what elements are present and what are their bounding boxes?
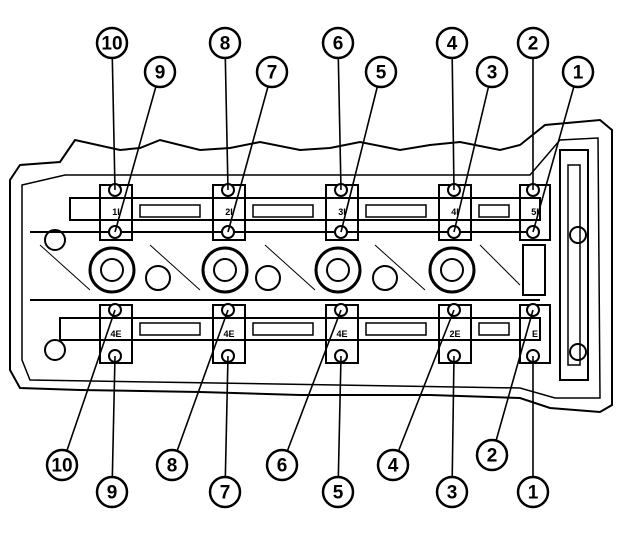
intake-cap-mark: 3I [338, 207, 346, 217]
spark-plug-well-2 [201, 246, 249, 294]
timing-end-block [522, 244, 546, 296]
top-callout-label: 4 [447, 34, 458, 55]
intake-cap-mark: 4I [451, 207, 459, 217]
timing-side-rail [559, 149, 589, 381]
spark-plug-well-4 [428, 246, 476, 294]
boss-b [255, 265, 281, 291]
exhaust-cap-mark: 4E [223, 329, 234, 339]
bottom-callout-label: 7 [220, 483, 231, 504]
top-leader-10 [532, 71, 579, 233]
top-leader-3 [224, 42, 229, 191]
exhaust-lobes [139, 322, 510, 336]
bottom-callout-label: 1 [528, 483, 539, 504]
bottom-callout-label: 4 [388, 456, 399, 477]
bottom-callout-label: 8 [167, 456, 178, 477]
boss-a [145, 265, 171, 291]
bottom-callout-4: 7 [208, 475, 242, 509]
top-leader-7 [451, 42, 455, 191]
spark-plug-well-4-inner [440, 258, 464, 282]
bottom-callout-label: 3 [447, 483, 458, 504]
top-callout-3: 8 [208, 26, 242, 60]
top-callout-label: 5 [376, 63, 387, 84]
bottom-callout-label: 10 [51, 456, 72, 477]
bottom-leader-2 [111, 355, 116, 493]
top-callout-9: 2 [516, 26, 550, 60]
end-boss-right-top [569, 226, 587, 244]
intake-lobes [139, 204, 510, 218]
bottom-leader-4 [224, 355, 229, 493]
intake-cap-mark: 1I [112, 207, 120, 217]
bottom-leader-9 [491, 309, 534, 456]
casting-shading [39, 244, 521, 291]
boss-c [372, 265, 398, 291]
top-callout-1: 10 [95, 26, 129, 60]
bottom-leader-5 [281, 309, 342, 466]
exhaust-camshaft [59, 317, 541, 341]
exhaust-cap-mark: 4E [110, 329, 121, 339]
intake-cap-mark: 5I [531, 207, 539, 217]
top-callout-7: 4 [435, 26, 469, 60]
timing-side-slot [567, 164, 581, 366]
top-callout-8: 3 [475, 55, 509, 89]
top-callout-label: 8 [220, 34, 231, 55]
bottom-leader-8 [451, 355, 455, 493]
bottom-callout-label: 9 [107, 483, 118, 504]
top-callout-label: 1 [573, 63, 584, 84]
top-leader-1 [111, 42, 116, 191]
top-callout-label: 6 [333, 34, 344, 55]
bottom-callout-7: 4 [376, 448, 410, 482]
top-callout-label: 9 [155, 63, 166, 84]
spark-plug-well-1-inner [100, 258, 124, 282]
bottom-callout-6: 5 [321, 475, 355, 509]
bottom-leader-6 [337, 355, 342, 493]
bottom-callout-label: 2 [487, 446, 498, 467]
bottom-callout-1: 10 [45, 448, 79, 482]
top-callout-10: 1 [561, 55, 595, 89]
intake-cap-mark: 2I [225, 207, 233, 217]
top-callout-label: 3 [487, 63, 498, 84]
cap-markings: 5I 4I 3I 2I 1I 4E 4E 4E 2E E [110, 207, 538, 339]
spark-plug-well-2-inner [213, 258, 237, 282]
leader-lines [61, 42, 579, 493]
spark-plug-well-3-inner [326, 258, 350, 282]
bottom-leader-1 [61, 309, 116, 466]
bottom-callout-10: 1 [516, 475, 550, 509]
cylinder-head-drawing [9, 118, 613, 414]
top-callout-label: 10 [101, 34, 122, 55]
bottom-callout-label: 5 [333, 483, 344, 504]
top-callout-4: 7 [255, 55, 289, 89]
top-leader-2 [114, 71, 161, 233]
top-leader-5 [337, 42, 342, 191]
head-inner-outline [21, 137, 601, 399]
top-callout-label: 2 [528, 34, 539, 55]
top-callout-6: 5 [364, 55, 398, 89]
bottom-callout-2: 9 [95, 475, 129, 509]
exhaust-cap-mark: 2E [449, 329, 460, 339]
bottom-callout-5: 6 [265, 448, 299, 482]
end-boss-left-bottom [44, 339, 66, 361]
bottom-leader-7 [392, 309, 455, 466]
spark-plug-well-3 [314, 246, 362, 294]
head-outline [9, 118, 613, 414]
exhaust-cap-mark: E [532, 329, 538, 339]
top-callout-label: 7 [267, 63, 278, 84]
end-boss-right-bottom [569, 343, 587, 361]
top-callout-2: 9 [143, 55, 177, 89]
top-leader-8 [453, 71, 493, 233]
end-boss-left-top [44, 229, 66, 251]
bottom-callout-3: 8 [155, 448, 189, 482]
bottom-leader-3 [171, 309, 229, 466]
top-callout-5: 6 [321, 26, 355, 60]
top-leader-4 [227, 71, 273, 233]
bottom-callout-8: 3 [435, 475, 469, 509]
bottom-callout-label: 6 [277, 456, 288, 477]
exhaust-cap-mark: 4E [336, 329, 347, 339]
spark-plug-well-1 [88, 246, 136, 294]
top-leader-6 [340, 71, 382, 233]
bottom-callout-9: 2 [475, 438, 509, 472]
callout-bubbles: 10 9 8 7 6 5 4 3 2 1 10 9 8 7 6 5 4 3 2 1 [45, 26, 595, 509]
